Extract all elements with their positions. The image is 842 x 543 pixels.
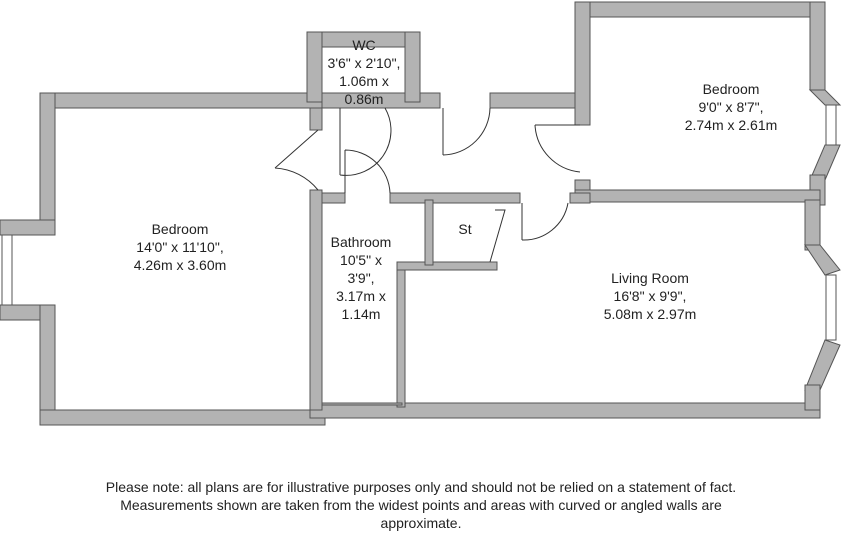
room-label-bedroom-1: Bedroom 14'0" x 11'10", 4.26m x 3.60m [133,221,227,273]
room-label-living-room: Living Room 16'8" x 9'9", 5.08m x 2.97m [603,270,697,322]
room-label-wc: WC 3'6" x 2'10", 1.06m x 0.86m [327,37,401,107]
room-label-bedroom-2: Bedroom 9'0" x 8'7", 2.74m x 2.61m [684,81,778,133]
room-label-store: St [458,221,472,237]
floor-plan [0,1,842,426]
disclaimer-note: Please note: all plans are for illustrat… [105,479,737,531]
room-label-bathroom: Bathroom 10'5" x 3'9", 3.17m x 1.14m [330,234,392,322]
walls [0,1,842,426]
windows [1,104,837,341]
doors [274,107,581,263]
